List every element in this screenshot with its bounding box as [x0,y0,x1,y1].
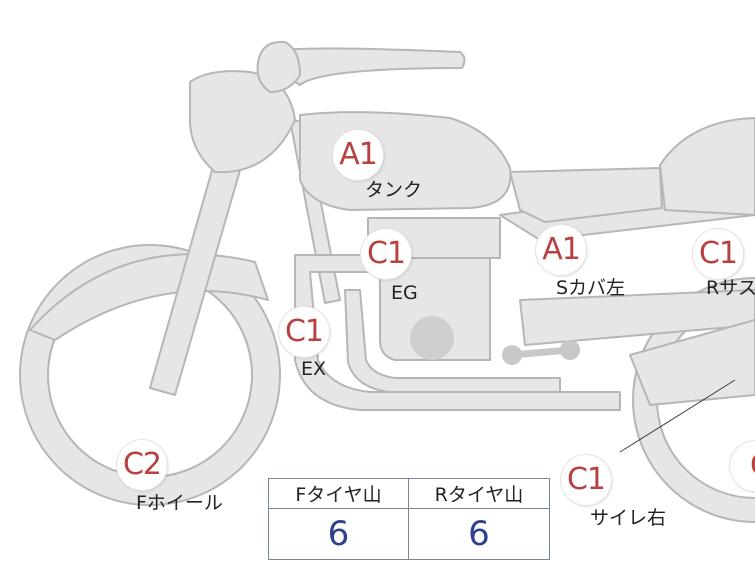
badge-silencer-right-code: C1 [566,462,606,497]
badge-side-cover-left: A1 [536,225,586,275]
badge-rear-sus: C1 [693,229,743,279]
rear-wheel [634,279,755,521]
label-tank: タンク [365,179,423,201]
badge-side-cover-left-code: A1 [542,232,581,267]
rear-tire-value: 6 [468,514,490,554]
badge-front-wheel: C2 [117,440,167,490]
label-silencer-right: サイレ右 [590,507,667,529]
badge-rear-sus-code: C1 [698,236,738,271]
badge-tank: A1 [333,130,383,180]
front-tire-value: 6 [269,509,409,559]
label-exhaust: EX [301,358,327,380]
badge-engine: C1 [361,229,411,279]
tire-tread-table: Fタイヤ山 Rタイヤ山 6 6 [268,478,550,560]
front-tire-header: Fタイヤ山 [269,479,409,509]
engine-cover [410,316,454,360]
badge-engine-code: C1 [366,236,406,271]
side-cover [509,167,663,223]
headlight [189,70,296,174]
label-rear-sus: Rサス [706,279,755,298]
silencer [629,319,755,406]
badge-silencer-right: C1 [561,455,611,505]
silencer-leader-line [619,379,736,453]
engine-block [379,257,491,361]
label-front-wheel: Fホイール [136,492,223,514]
label-side-cover-left: Sカバ左 [556,277,626,299]
badge-tank-code: A1 [339,137,378,172]
seat-tail [659,117,755,216]
rear-tire-header: Rタイヤ山 [409,479,549,509]
badge-front-wheel-code: C2 [122,447,162,482]
badge-edge-cut-code: C [750,451,755,481]
label-engine: EG [391,282,418,304]
meter [256,40,301,93]
badge-exhaust: C1 [279,307,329,357]
badge-exhaust-code: C1 [284,314,324,349]
handlebar [261,47,466,86]
swingarm [519,289,755,346]
brake-pedal [502,340,580,365]
